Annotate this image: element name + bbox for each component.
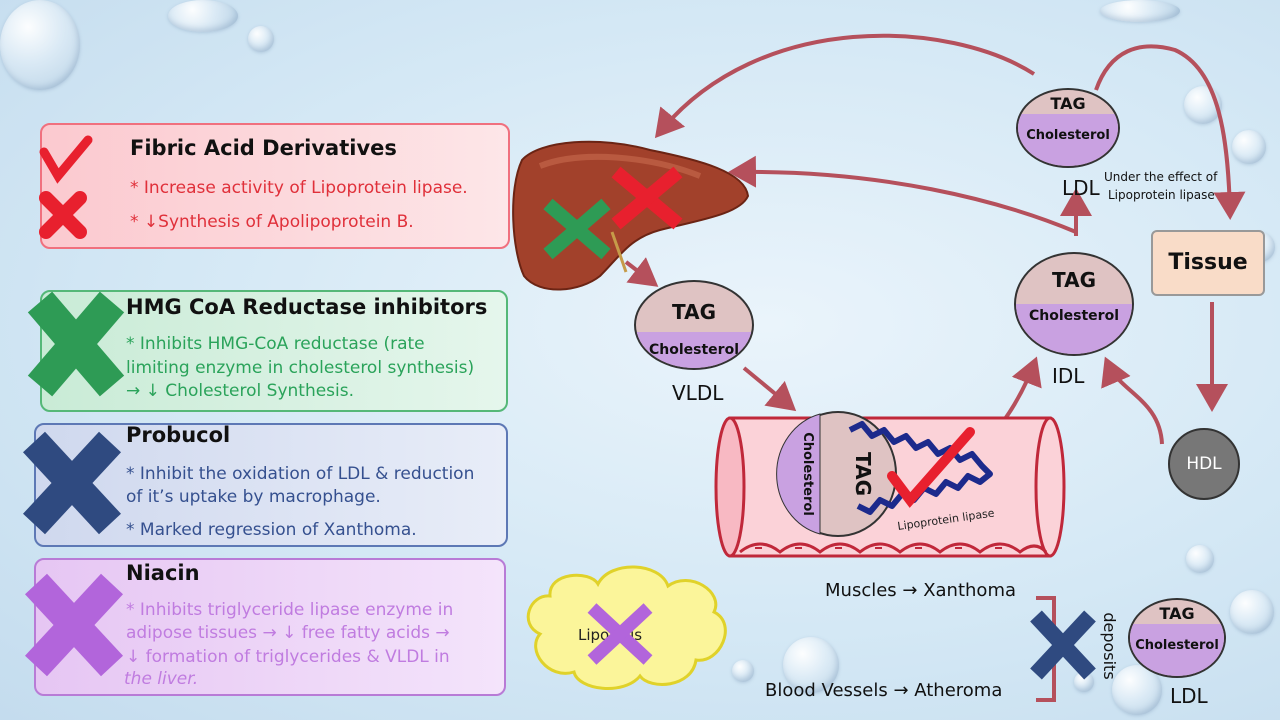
droplet: [1074, 672, 1094, 692]
vldl-label: VLDL: [672, 381, 724, 405]
ldl-top-tag-text: TAG: [1050, 94, 1086, 113]
arrow-liver-to-vldl: [624, 257, 659, 287]
ldl-top-particle: TAG Cholesterol: [1016, 88, 1120, 168]
probucol-line-1: * Inhibit the oxidation of LDL & reducti…: [126, 464, 475, 484]
fibric-acid-panel: [40, 123, 510, 249]
droplet: [1100, 0, 1180, 22]
muscles-xanthoma-label: Muscles → Xanthoma: [825, 580, 1017, 601]
probucol-line-3: * Marked regression of Xanthoma.: [126, 520, 417, 540]
tissue-box: Tissue: [1151, 230, 1265, 296]
deposits-blue-x-icon: [1030, 610, 1096, 680]
probucol-panel: [34, 423, 508, 547]
niacin-title: Niacin: [126, 561, 200, 585]
droplet: [248, 26, 274, 52]
lipase-check-icon: [887, 427, 975, 508]
hdl-particle: HDL: [1168, 428, 1240, 500]
ldl-bottom-tag-text: TAG: [1159, 604, 1195, 623]
probucol-title: Probucol: [126, 423, 231, 447]
hmg-line-2: limiting enzyme in cholesterol synthesis…: [126, 358, 475, 378]
vessel-tag-text: TAG: [851, 452, 875, 496]
probucol-line-2: of it’s uptake by macrophage.: [126, 487, 381, 507]
niacin-line-2: adipose tissues → ↓ free fatty acids →: [126, 623, 450, 643]
ldl-bottom-label: LDL: [1170, 684, 1208, 708]
idl-tag-text: TAG: [1052, 268, 1096, 292]
lipase-note-line-1: Under the effect of: [1104, 170, 1218, 184]
vessel-cholesterol-text: Cholesterol: [800, 432, 815, 516]
deposits-label: deposits: [1100, 612, 1119, 679]
idl-label: IDL: [1052, 364, 1085, 388]
ldl-top-cholesterol-text: Cholesterol: [1026, 128, 1110, 143]
vldl-tag-text: TAG: [672, 300, 716, 324]
blue-x-icon: [22, 431, 122, 535]
droplet: [0, 0, 80, 90]
idl-particle: TAG Cholesterol: [1014, 252, 1134, 356]
droplet: [783, 637, 839, 693]
niacin-line-1: * Inhibits triglyceride lipase enzyme in: [126, 600, 454, 620]
red-x-icon: [39, 191, 87, 239]
lipolysis-purple-x-icon: [587, 603, 653, 665]
droplet: [168, 0, 238, 32]
fibric-line-1: * Increase activity of Lipoprotein lipas…: [130, 178, 468, 198]
hmg-line-3: → ↓ Cholesterol Synthesis.: [126, 381, 355, 401]
hmg-line-1: * Inhibits HMG-CoA reductase (rate: [126, 334, 425, 354]
arrow-ldl-to-liver: [654, 33, 1036, 139]
fibric-line-2: * ↓Synthesis of Apolipoprotein B.: [130, 212, 414, 232]
liver-green-x-icon: [543, 198, 611, 260]
lipoprotein-particle-in-vessel: TAG Cholesterol: [776, 411, 897, 537]
droplet: [732, 660, 754, 682]
hmg-coa-title: HMG CoA Reductase inhibitors: [126, 295, 488, 319]
ldl-top-label: LDL: [1062, 176, 1100, 200]
ldl-bottom-cholesterol-text: Cholesterol: [1135, 638, 1219, 653]
droplet: [1186, 545, 1214, 573]
liver-red-x-icon: [611, 166, 683, 230]
arrow-vldl-to-vessel: [742, 366, 797, 412]
vldl-particle: TAG Cholesterol: [634, 280, 754, 370]
arrow-hdl-to-idl: [1101, 356, 1164, 445]
niacin-line-3: ↓ formation of triglycerides & VLDL in: [126, 647, 450, 667]
ldl-bottom-particle: TAG Cholesterol: [1128, 598, 1226, 678]
fibric-acid-title: Fibric Acid Derivatives: [130, 136, 397, 160]
vldl-cholesterol-text: Cholesterol: [649, 342, 739, 358]
droplet: [1230, 590, 1274, 634]
arrow-idl-to-liver: [728, 155, 1077, 234]
droplet: [1232, 130, 1266, 164]
lipase-note-line-2: Lipoprotein lipase: [1108, 188, 1215, 202]
green-x-icon: [27, 291, 125, 397]
niacin-line-4: the liver.: [124, 669, 199, 689]
niacin-panel: [34, 558, 506, 696]
arrow-ldl-to-tissue: [1094, 44, 1246, 220]
purple-x-icon: [24, 573, 124, 677]
check-icon: [39, 135, 93, 184]
vessels-atheroma-label: Blood Vessels → Atheroma: [765, 680, 1003, 701]
idl-cholesterol-text: Cholesterol: [1029, 308, 1119, 324]
